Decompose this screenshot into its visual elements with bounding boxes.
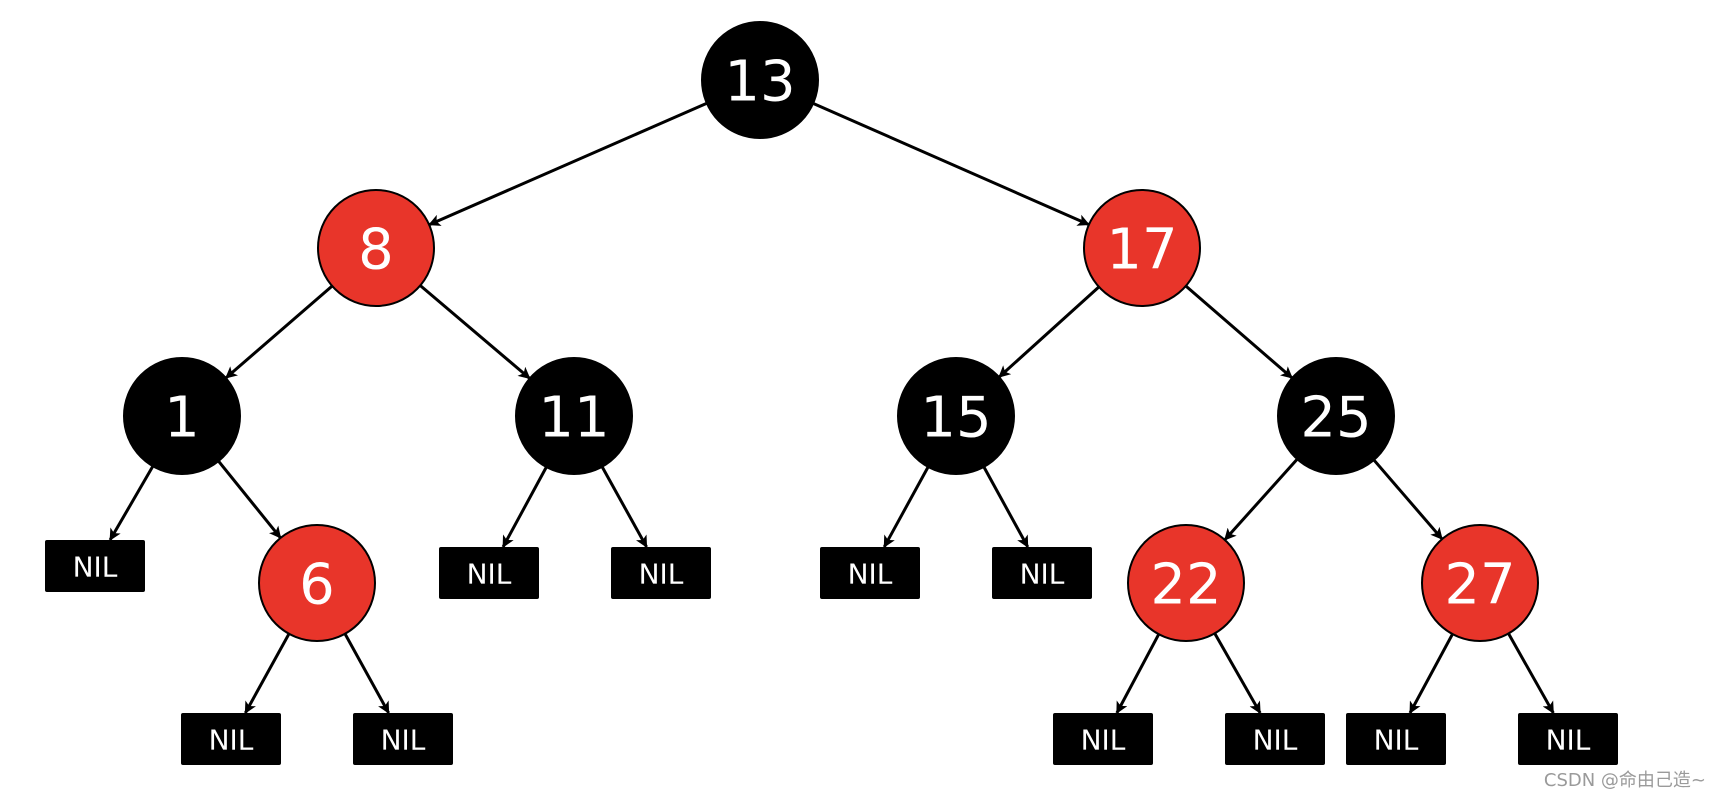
nil-leaf-box <box>1225 713 1325 765</box>
edge-n27-nil10 <box>1408 633 1454 714</box>
black-node-circle <box>897 357 1015 475</box>
nil-label: NIL <box>848 558 893 591</box>
edge-n11-nil2 <box>501 466 548 548</box>
nil-label: NIL <box>1374 724 1419 757</box>
nil-label: NIL <box>73 551 118 584</box>
nil-label: NIL <box>381 724 426 757</box>
nil-leaf: NIL <box>1053 713 1153 765</box>
edge-n22-nil9 <box>1213 632 1262 714</box>
node-label: 22 <box>1150 553 1221 618</box>
node-label: 8 <box>358 218 394 283</box>
nil-leaf-box <box>45 540 145 592</box>
tree-node-27: 27 <box>1421 524 1539 642</box>
nil-label: NIL <box>1081 724 1126 757</box>
black-node-circle <box>1277 357 1395 475</box>
edge-n11-nil3 <box>600 466 648 548</box>
edge-n13-n8 <box>428 101 708 227</box>
edge-n1-nil1 <box>108 465 155 541</box>
node-label: 6 <box>299 553 335 618</box>
tree-node-13: 13 <box>701 21 819 139</box>
node-label: 13 <box>724 50 795 115</box>
red-node-circle <box>317 189 435 307</box>
nil-leaf: NIL <box>820 547 920 599</box>
nil-leaf-box <box>1346 713 1446 765</box>
tree-node-15: 15 <box>897 357 1015 475</box>
tree-node-6: 6 <box>258 524 376 642</box>
nil-leaf: NIL <box>1518 713 1618 765</box>
nil-label: NIL <box>209 724 254 757</box>
nil-label: NIL <box>1253 724 1298 757</box>
tree-node-11: 11 <box>515 357 633 475</box>
red-node-circle <box>1421 524 1539 642</box>
tree-node-22: 22 <box>1127 524 1245 642</box>
edges <box>108 101 1555 714</box>
red-node-circle <box>1083 189 1201 307</box>
nil-leaf-box <box>1053 713 1153 765</box>
nil-label: NIL <box>467 558 512 591</box>
nil-leaf: NIL <box>353 713 453 765</box>
watermark: CSDN @命由己造~ <box>1543 770 1706 791</box>
nil-leaf-box <box>820 547 920 599</box>
edge-n15-nil4 <box>882 466 930 548</box>
black-node-circle <box>701 21 819 139</box>
nil-label: NIL <box>1020 558 1065 591</box>
nil-leaf: NIL <box>992 547 1092 599</box>
edge-n1-n6 <box>217 460 282 539</box>
nil-leaf-box <box>181 713 281 765</box>
red-node-circle <box>258 524 376 642</box>
nil-leaf: NIL <box>1225 713 1325 765</box>
edge-n25-n27 <box>1372 458 1444 541</box>
edge-n6-nil6 <box>244 633 291 714</box>
edge-n25-n22 <box>1223 458 1299 541</box>
nil-leaf: NIL <box>45 540 145 592</box>
tree-node-1: 1 <box>123 357 241 475</box>
tree-node-8: 8 <box>317 189 435 307</box>
nil-label: NIL <box>1546 724 1591 757</box>
nil-leaf-box <box>353 713 453 765</box>
nil-leaf: NIL <box>1346 713 1446 765</box>
edge-n17-n15 <box>998 285 1100 379</box>
node-label: 1 <box>164 386 200 451</box>
edge-n8-n11 <box>419 284 531 380</box>
nil-leaf-box <box>439 547 539 599</box>
edge-n15-nil5 <box>982 466 1030 548</box>
nil-leaf: NIL <box>181 713 281 765</box>
nil-leaf: NIL <box>611 547 711 599</box>
node-label: 11 <box>538 386 609 451</box>
nil-leaf-box <box>1518 713 1618 765</box>
nil-label: NIL <box>639 558 684 591</box>
node-label: 17 <box>1106 218 1177 283</box>
black-node-circle <box>123 357 241 475</box>
edge-n8-n1 <box>224 284 334 380</box>
node-label: 15 <box>920 386 991 451</box>
tree-node-17: 17 <box>1083 189 1201 307</box>
red-node-circle <box>1127 524 1245 642</box>
tree-node-25: 25 <box>1277 357 1395 475</box>
nil-leaf-box <box>611 547 711 599</box>
nil-leaf: NIL <box>439 547 539 599</box>
node-label: 25 <box>1300 386 1371 451</box>
node-label: 27 <box>1444 553 1515 618</box>
edge-n22-nil8 <box>1115 633 1161 714</box>
edge-n17-n25 <box>1184 284 1294 380</box>
edge-n6-nil7 <box>343 633 390 714</box>
nil-leaf-box <box>992 547 1092 599</box>
edge-n13-n17 <box>812 101 1090 227</box>
edge-n27-nil11 <box>1507 632 1555 714</box>
black-node-circle <box>515 357 633 475</box>
